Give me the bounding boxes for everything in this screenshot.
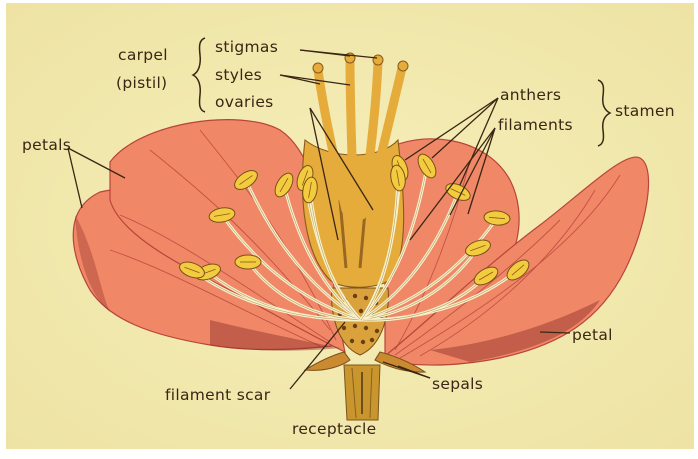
label-anthers: anthers	[500, 86, 561, 104]
label-receptacle: receptacle	[292, 420, 376, 438]
label-sepals: sepals	[432, 375, 483, 393]
label-stigmas: stigmas	[215, 38, 278, 56]
label-pistil: (pistil)	[116, 74, 167, 92]
label-stamen: stamen	[615, 102, 675, 120]
label-petal: petal	[572, 326, 613, 344]
style-center	[350, 60, 354, 215]
stigma-4	[398, 61, 408, 71]
label-carpel: carpel	[118, 46, 168, 64]
label-petals: petals	[22, 136, 71, 154]
label-filaments: filaments	[498, 116, 573, 134]
stigma-3	[373, 55, 383, 65]
label-ovaries: ovaries	[215, 93, 274, 111]
label-styles: styles	[215, 66, 262, 84]
label-filament-scar: filament scar	[165, 386, 271, 404]
stigma-1	[313, 63, 323, 73]
